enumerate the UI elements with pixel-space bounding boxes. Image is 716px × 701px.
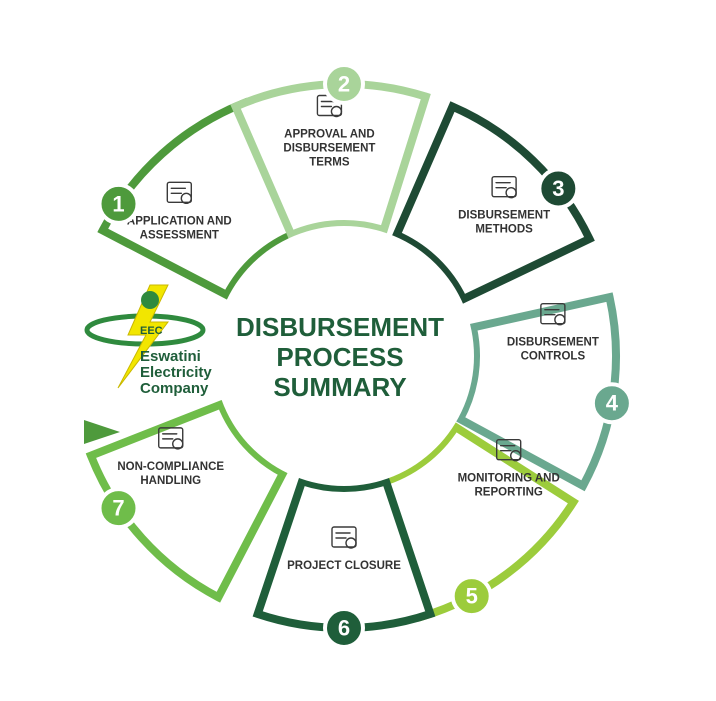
step-3-number: 3 [552,176,564,201]
logo-badge-circle [141,291,159,309]
center-circle [214,226,474,486]
center-title-line2: PROCESS [276,342,403,372]
step-5-number: 5 [466,584,478,609]
step-4-label-line2: CONTROLS [521,351,586,363]
segment-3 [391,101,595,305]
monitor-chart-icon [158,427,184,450]
step-1-label-line2: ASSESSMENT [140,229,219,241]
step-7-badge [97,487,140,530]
center-title-line3: SUMMARY [273,372,406,402]
step-3-label-line2: METHODS [475,224,533,236]
step-2-label-line3: TERMS [309,157,350,169]
step-1-badge [97,182,140,225]
document-clock-icon [166,181,193,205]
step-4-number: 4 [606,391,619,416]
step-1-number: 1 [112,191,124,216]
logo-name-line1: Eswatini [140,348,201,365]
step-5-label-line1: MONITORING AND [458,473,560,485]
cycle-segments: APPLICATION AND ASSESSMENT 1 APPROVAL AND DI… [85,63,633,649]
segment-5 [376,421,579,622]
segment-2 [230,80,431,241]
step-5-badge [450,575,493,618]
step-6-badge [323,607,365,649]
segment-4 [454,292,620,492]
step-6-label-line1: PROJECT CLOSURE [287,560,401,572]
step-3-badge [537,167,580,210]
step-7-label-line1: NON-COMPLIANCE [117,461,224,473]
step-4-label-line1: DISBURSEMENT [507,337,599,349]
segment-6 [252,476,436,632]
chart-magnifier-icon [495,438,522,462]
step-2-badge [323,63,365,105]
step-4-badge [590,382,633,425]
cycle-arrow-icon [84,420,120,444]
step-5-label-line2: REPORTING [475,487,543,499]
step-1-label-line1: APPLICATION AND [127,215,232,227]
logo-badge-text: EEC [140,325,163,337]
step-2-label-line1: APPROVAL AND [284,129,375,141]
target-podium-icon [331,526,357,549]
lightbulb-arrows-icon [540,303,566,326]
step-2-label-line2: DISBURSEMENT [283,143,375,155]
step-7-number: 7 [112,496,124,521]
step-6-number: 6 [338,616,350,641]
logo-name-line3: Company [140,380,209,397]
logo-name-line2: Electricity [140,364,212,381]
flowchart-icon [491,175,517,199]
step-7-label-line2: HANDLING [140,475,201,487]
center-title-line1: DISBURSEMENT [236,312,444,342]
segment-7 [85,399,289,603]
step-3-label-line1: DISBURSEMENT [458,210,550,222]
step-2-number: 2 [338,72,350,97]
company-logo: EEC Eswatini Electricity Company [84,284,212,397]
